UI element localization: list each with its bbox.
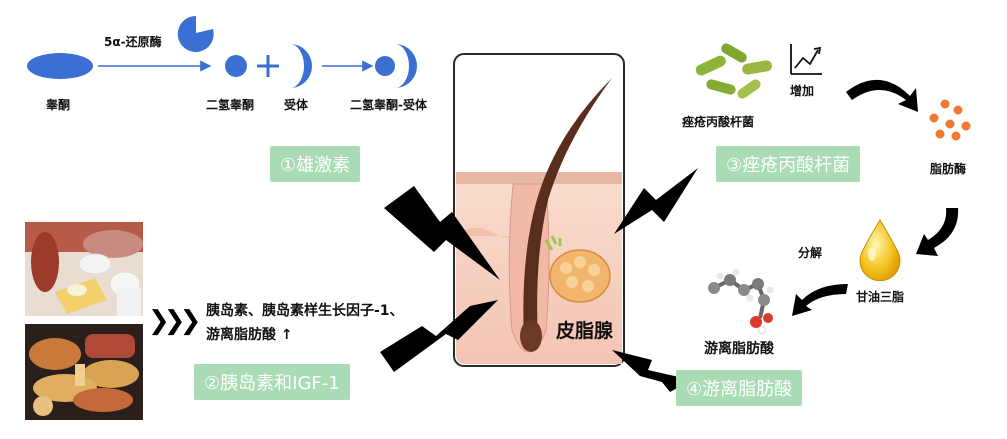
arrow-to-triglyceride bbox=[916, 208, 959, 256]
complex-shape bbox=[375, 56, 395, 76]
dht-shape bbox=[225, 55, 247, 77]
ffa-molecule-shape bbox=[708, 268, 774, 334]
chevrons-arrow: ❯❯❯ bbox=[148, 306, 201, 336]
arrow-to-ffa bbox=[792, 284, 848, 316]
oil-drop-shape bbox=[859, 219, 901, 282]
sebaceous-gland-label: 皮脂腺 bbox=[556, 320, 614, 342]
factor-tag-androgen: ①雄激素 bbox=[270, 146, 361, 182]
ffa-label: 游离脂肪酸 bbox=[704, 341, 774, 357]
bacteria-label: 痤疮丙酸杆菌 bbox=[682, 115, 755, 129]
gland-shape bbox=[544, 235, 611, 303]
factor-tag-bacteria: ③痤疮丙酸杆菌 bbox=[716, 146, 861, 182]
insulin-text-line1: 胰岛素、胰岛素样生长因子-1、 bbox=[206, 303, 404, 319]
lipase-label: 脂肪酶 bbox=[930, 162, 967, 176]
dht-label: 二氢睾酮 bbox=[206, 98, 255, 112]
testosterone-shape bbox=[27, 53, 93, 79]
bacteria-shape bbox=[695, 43, 772, 99]
lipase-shape bbox=[929, 99, 971, 141]
receptor-shape bbox=[290, 44, 312, 88]
bolt-ffa bbox=[612, 350, 692, 392]
enzyme-label: 5α-还原酶 bbox=[104, 35, 162, 49]
complex-label: 二氢睾酮-受体 bbox=[350, 98, 427, 112]
decompose-label: 分解 bbox=[798, 246, 823, 260]
reductase-shape bbox=[177, 15, 214, 52]
insulin-text-line2: 游离脂肪酸 ↑ bbox=[206, 327, 293, 343]
factor-tag-ffa: ④游离脂肪酸 bbox=[676, 370, 803, 406]
factor-tag-insulin: ②胰岛素和IGF-1 bbox=[194, 364, 350, 400]
triglyceride-label: 甘油三脂 bbox=[856, 290, 905, 304]
food-photo-fast-food bbox=[25, 324, 143, 420]
bolt-androgen bbox=[384, 186, 500, 280]
increase-chart-icon bbox=[790, 44, 822, 75]
bolt-bacteria bbox=[614, 168, 698, 234]
receptor-label: 受体 bbox=[284, 98, 309, 112]
hair-shaft bbox=[523, 78, 612, 340]
sebaceous-panel bbox=[453, 53, 625, 367]
arrow-to-lipase bbox=[846, 79, 918, 112]
increase-label: 增加 bbox=[790, 84, 815, 98]
bolt-insulin bbox=[380, 300, 498, 372]
testosterone-label: 睾酮 bbox=[46, 98, 71, 112]
food-photo-dairy-meat bbox=[25, 222, 143, 316]
